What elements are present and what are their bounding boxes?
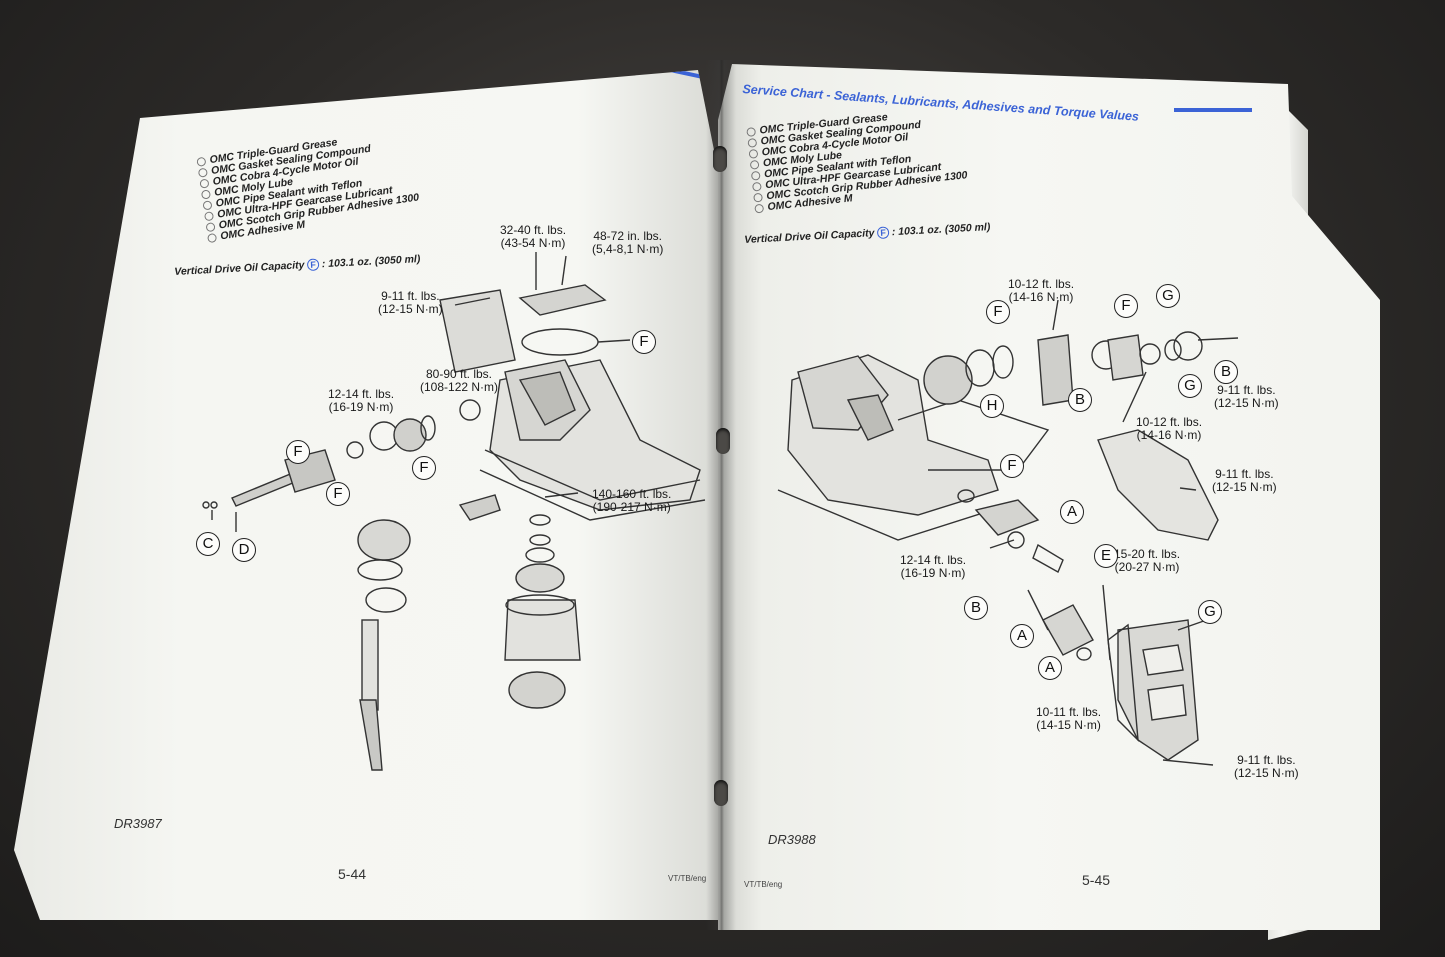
left-figure-id: DR3987 <box>114 816 162 831</box>
callout-badge: F <box>286 440 310 464</box>
torque-label: 9-11 ft. lbs.(12-15 N·m) <box>1212 467 1277 494</box>
callout-badge: F <box>412 456 436 480</box>
torque-label: 9-11 ft. lbs.(12-15 N·m) <box>1234 753 1299 780</box>
callout-badge: B <box>1214 360 1238 384</box>
left-footer-code: VT/TB/eng <box>668 874 707 883</box>
binder-hole <box>716 428 730 454</box>
left-page-number: 5-44 <box>338 866 367 882</box>
callout-badge: B <box>1068 388 1092 412</box>
callout-badge: A <box>1010 624 1034 648</box>
right-page: Service Chart - Sealants, Lubricants, Ad… <box>718 64 1380 930</box>
right-page-number: 5-45 <box>1082 872 1111 888</box>
binder-hole <box>714 780 728 806</box>
callout-badge: G <box>1198 600 1222 624</box>
callout-badge: E <box>1094 544 1118 568</box>
torque-label: 9-11 ft. lbs.(12-15 N·m) <box>378 289 443 316</box>
torque-label: 140-160 ft. lbs.(190-217 N·m) <box>592 487 672 514</box>
left-exploded-diagram <box>202 252 706 771</box>
callout-badge: A <box>1060 500 1084 524</box>
torque-label: 12-14 ft. lbs.(16-19 N·m) <box>328 387 395 414</box>
callout-badge: F <box>1000 454 1024 478</box>
callout-badge: A <box>1038 656 1062 680</box>
torque-label: 10-12 ft. lbs.(14-16 N·m) <box>1008 277 1075 304</box>
torque-label: 9-11 ft. lbs.(12-15 N·m) <box>1214 383 1279 410</box>
callout-badge: F <box>1114 294 1138 318</box>
left-page: Service Chart - Sealants, Lubricants, Ad… <box>14 70 722 920</box>
callout-badge: F <box>632 330 656 354</box>
callout-badge: G <box>1178 374 1202 398</box>
callout-badge: C <box>196 532 220 556</box>
torque-label: 12-14 ft. lbs.(16-19 N·m) <box>900 553 967 580</box>
torque-label: 80-90 ft. lbs.(108-122 N·m) <box>420 367 499 394</box>
callout-badge: D <box>232 538 256 562</box>
callout-badge: H <box>980 394 1004 418</box>
right-header-bar <box>1174 108 1252 112</box>
torque-label: 10-12 ft. lbs.(14-16 N·m) <box>1136 415 1203 442</box>
right-exploded-diagram <box>777 299 1239 766</box>
torque-label: 15-20 ft. lbs.(20-27 N·m) <box>1114 547 1181 574</box>
right-footer-code: VT/TB/eng <box>744 880 783 889</box>
binder-hole <box>713 146 727 172</box>
right-figure-id: DR3988 <box>768 832 816 847</box>
callout-badge: F <box>326 482 350 506</box>
callout-badge: G <box>1156 284 1180 308</box>
torque-label: 10-11 ft. lbs.(14-15 N·m) <box>1036 705 1102 732</box>
callout-badge: B <box>964 596 988 620</box>
torque-label: 32-40 ft. lbs.(43-54 N·m) <box>500 223 567 250</box>
torque-label: 48-72 in. lbs.(5,4-8,1 N·m) <box>592 229 664 256</box>
callout-badge: F <box>986 300 1010 324</box>
